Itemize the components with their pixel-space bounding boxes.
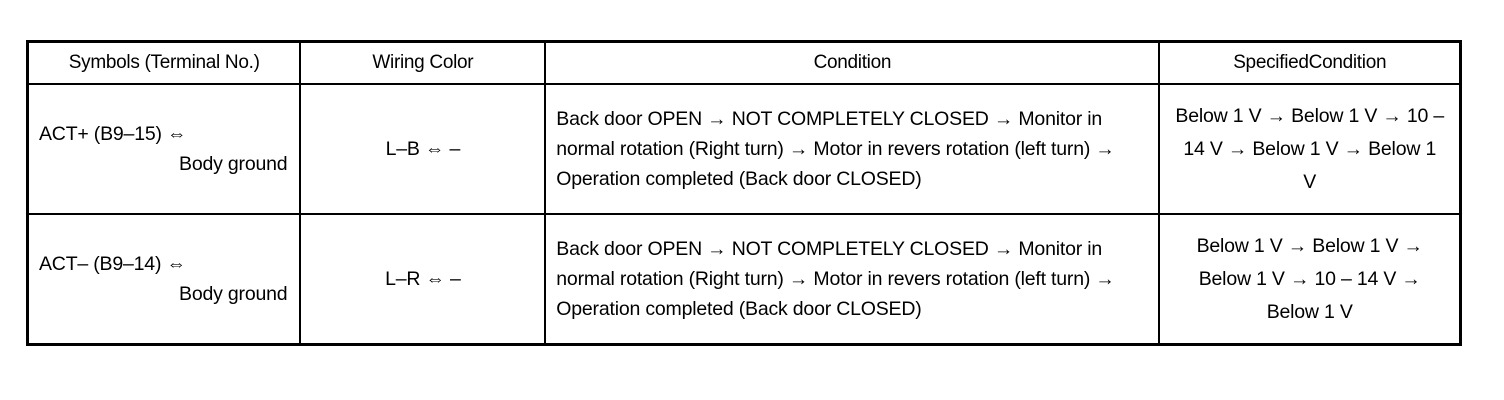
table-header: Symbols (Terminal No.) Wiring Color Cond…	[26, 40, 1462, 85]
symbol-cell: ACT+ (B9–15) ⇔ Body ground	[26, 83, 302, 215]
terminal-ground: Body ground	[179, 153, 288, 175]
specified-condition-cell: Below 1 V → Below 1 V → 10 – 14 V → Belo…	[1158, 83, 1462, 215]
terminal-spec-table: Symbols (Terminal No.) Wiring Color Cond…	[26, 40, 1462, 346]
header-symbols: Symbols (Terminal No.)	[26, 40, 302, 85]
terminal-symbol: ACT– (B9–14) ⇔	[39, 253, 186, 275]
table-body: ACT+ (B9–15) ⇔ Body ground L–B ⇔ – Back …	[26, 83, 1462, 346]
condition-cell: Back door OPEN → NOT COMPLETELY CLOSED →…	[544, 213, 1161, 346]
header-row: Symbols (Terminal No.) Wiring Color Cond…	[26, 40, 1462, 85]
table-row: ACT+ (B9–15) ⇔ Body ground L–B ⇔ – Back …	[26, 83, 1462, 215]
header-wiring-color: Wiring Color	[299, 40, 547, 85]
symbol-cell: ACT– (B9–14) ⇔ Body ground	[26, 213, 302, 346]
header-condition: Condition	[544, 40, 1161, 85]
wiring-color-cell: L–R ⇔ –	[299, 213, 547, 346]
terminal-ground: Body ground	[179, 283, 288, 305]
header-specified-condition: SpecifiedCondition	[1158, 40, 1462, 85]
condition-cell: Back door OPEN → NOT COMPLETELY CLOSED →…	[544, 83, 1161, 215]
specified-condition-cell: Below 1 V → Below 1 V → Below 1 V → 10 –…	[1158, 213, 1462, 346]
wiring-color-cell: L–B ⇔ –	[299, 83, 547, 215]
table-row: ACT– (B9–14) ⇔ Body ground L–R ⇔ – Back …	[26, 213, 1462, 346]
terminal-symbol: ACT+ (B9–15) ⇔	[39, 123, 187, 145]
